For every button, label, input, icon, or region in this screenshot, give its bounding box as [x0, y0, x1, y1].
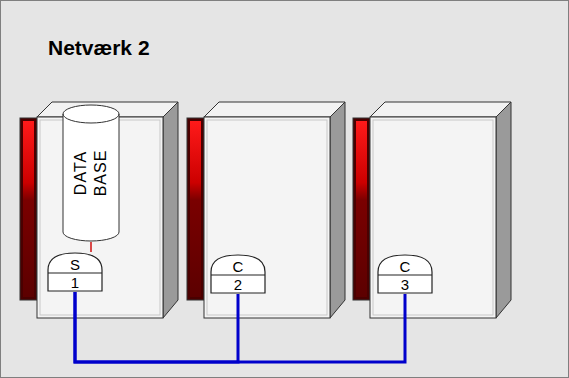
cabinet-red-stripe [190, 121, 201, 297]
cylinder-body [63, 105, 119, 241]
network-cable [75, 292, 405, 362]
node-label: C [377, 254, 433, 276]
cabinet-top [370, 102, 511, 117]
cylinder-outline [62, 104, 120, 242]
cylinder-rim [63, 114, 119, 123]
cabinet-red-panel [353, 118, 370, 300]
node-label: C [210, 254, 266, 276]
database-cylinder: DATA BASE [62, 104, 120, 242]
server-cabinet [353, 102, 511, 318]
cabinet-front [370, 117, 496, 318]
cabinet-side [496, 102, 511, 318]
cabinet-side [163, 102, 178, 318]
node-label: 2 [210, 276, 266, 295]
client-node: C3 [377, 254, 433, 294]
cabinet-front [204, 117, 330, 318]
rotated-text: DATA BASE [71, 144, 111, 202]
node-label: 3 [377, 276, 433, 295]
cabinet-red-stripe [356, 121, 367, 297]
server-cabinet [187, 102, 345, 318]
cabinet-red-panel [187, 118, 204, 300]
client-node: C2 [210, 254, 266, 294]
server-cabinet [20, 102, 178, 318]
cabinet-bevel [207, 120, 327, 315]
node-label: S [47, 252, 103, 274]
text-holder: S1 [47, 252, 103, 292]
network-cable [75, 292, 238, 362]
text-holder: DATA BASE [62, 104, 120, 242]
cabinet-bevel [373, 120, 493, 315]
node-label: 1 [47, 274, 103, 293]
database-link [90, 242, 92, 252]
database-label: DATA BASE [71, 144, 111, 202]
cabinet-side [330, 102, 345, 318]
diagram-title: Netværk 2 [48, 36, 150, 60]
dome-body [378, 255, 432, 293]
dome-body [211, 255, 265, 293]
cabinet-top [204, 102, 345, 117]
cabinet-red-panel [20, 118, 37, 300]
dome-body [48, 253, 102, 291]
server-node: S1 [47, 252, 103, 292]
text-holder: C2 [210, 254, 266, 294]
cabinet-red-stripe [23, 121, 34, 297]
text-holder: C3 [377, 254, 433, 294]
